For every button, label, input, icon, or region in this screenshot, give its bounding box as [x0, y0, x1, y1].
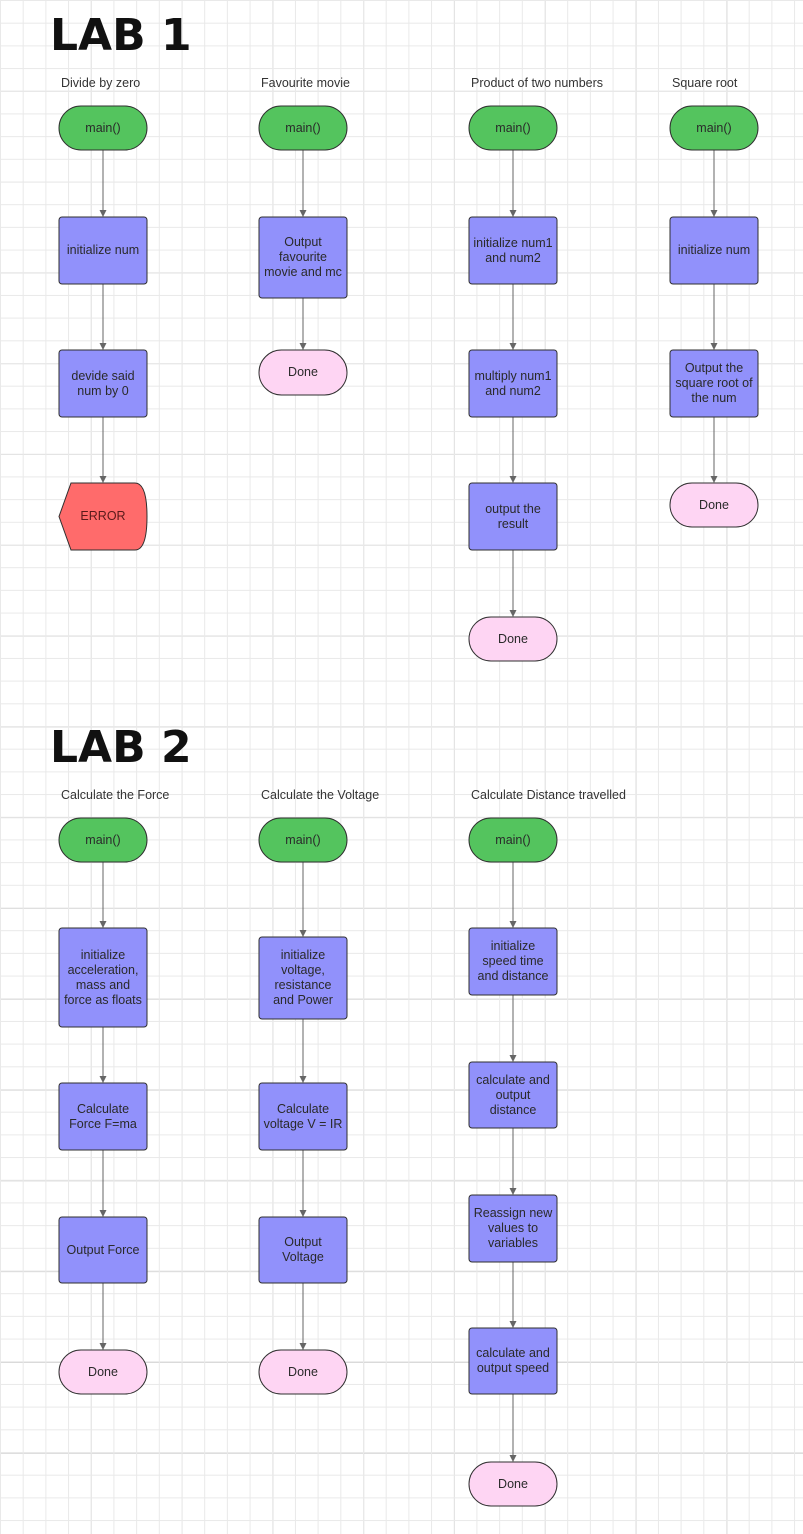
process-node-shape[interactable]: [58, 216, 148, 285]
arrowhead: [99, 1343, 107, 1350]
end-node-shape[interactable]: [468, 1461, 558, 1507]
arrowhead: [710, 210, 718, 217]
arrowhead: [299, 343, 307, 350]
process-node-shape[interactable]: [468, 1327, 558, 1395]
flowchart-title-product: Product of two numbers: [471, 76, 604, 90]
flowchart-title-distance: Calculate Distance travelled: [471, 788, 626, 802]
arrowhead: [710, 343, 718, 350]
arrowhead: [509, 610, 517, 617]
start-node-shape[interactable]: [468, 105, 558, 151]
process-node-shape[interactable]: [669, 216, 759, 285]
end-node-shape[interactable]: [58, 1349, 148, 1395]
arrowhead: [99, 1076, 107, 1083]
arrowhead: [509, 210, 517, 217]
arrowhead: [99, 921, 107, 928]
start-node-shape[interactable]: [258, 817, 348, 863]
arrowhead: [509, 343, 517, 350]
arrowhead: [509, 1055, 517, 1062]
flowchart-title-favourite-movie: Favourite movie: [261, 76, 350, 90]
process-node-shape[interactable]: [669, 349, 759, 418]
arrowhead: [99, 210, 107, 217]
arrowhead: [299, 1343, 307, 1350]
process-node-shape[interactable]: [58, 927, 148, 1028]
process-node-shape[interactable]: [258, 936, 348, 1020]
flowchart-title-square-root: Square root: [672, 76, 738, 90]
arrowhead: [509, 1321, 517, 1328]
process-node-shape[interactable]: [468, 1061, 558, 1129]
process-node-shape[interactable]: [468, 927, 558, 996]
process-node-shape[interactable]: [58, 1082, 148, 1151]
arrowhead: [99, 343, 107, 350]
start-node-shape[interactable]: [58, 105, 148, 151]
flowchart-title-voltage: Calculate the Voltage: [261, 788, 380, 802]
end-node-shape[interactable]: [669, 482, 759, 528]
arrowhead: [509, 921, 517, 928]
process-node-shape[interactable]: [58, 349, 148, 418]
arrowhead: [509, 1188, 517, 1195]
process-node-shape[interactable]: [58, 1216, 148, 1284]
arrowhead: [509, 1455, 517, 1462]
process-node-shape[interactable]: [468, 1194, 558, 1263]
start-node-shape[interactable]: [468, 817, 558, 863]
flowchart-title-divide-by-zero: Divide by zero: [61, 76, 141, 90]
process-node-shape[interactable]: [468, 482, 558, 551]
start-node-shape[interactable]: [669, 105, 759, 151]
process-node-shape[interactable]: [258, 216, 348, 299]
arrowhead: [299, 210, 307, 217]
process-node-shape[interactable]: [258, 1082, 348, 1151]
flowchart-title-force: Calculate the Force: [61, 788, 170, 802]
lab-2-title: LAB 2: [50, 722, 192, 773]
arrowhead: [299, 1210, 307, 1217]
end-node-shape[interactable]: [258, 1349, 348, 1395]
arrowhead: [99, 1210, 107, 1217]
arrowhead: [299, 1076, 307, 1083]
start-node-shape[interactable]: [258, 105, 348, 151]
error-node-shape[interactable]: [58, 482, 148, 551]
arrowhead: [710, 476, 718, 483]
arrowhead: [509, 476, 517, 483]
arrowhead: [299, 930, 307, 937]
end-node-shape[interactable]: [468, 616, 558, 662]
lab-1-title: LAB 1: [50, 10, 192, 61]
end-node-shape[interactable]: [258, 349, 348, 396]
process-node-shape[interactable]: [468, 349, 558, 418]
start-node-shape[interactable]: [58, 817, 148, 863]
process-node-shape[interactable]: [258, 1216, 348, 1284]
process-node-shape[interactable]: [468, 216, 558, 285]
arrowhead: [99, 476, 107, 483]
